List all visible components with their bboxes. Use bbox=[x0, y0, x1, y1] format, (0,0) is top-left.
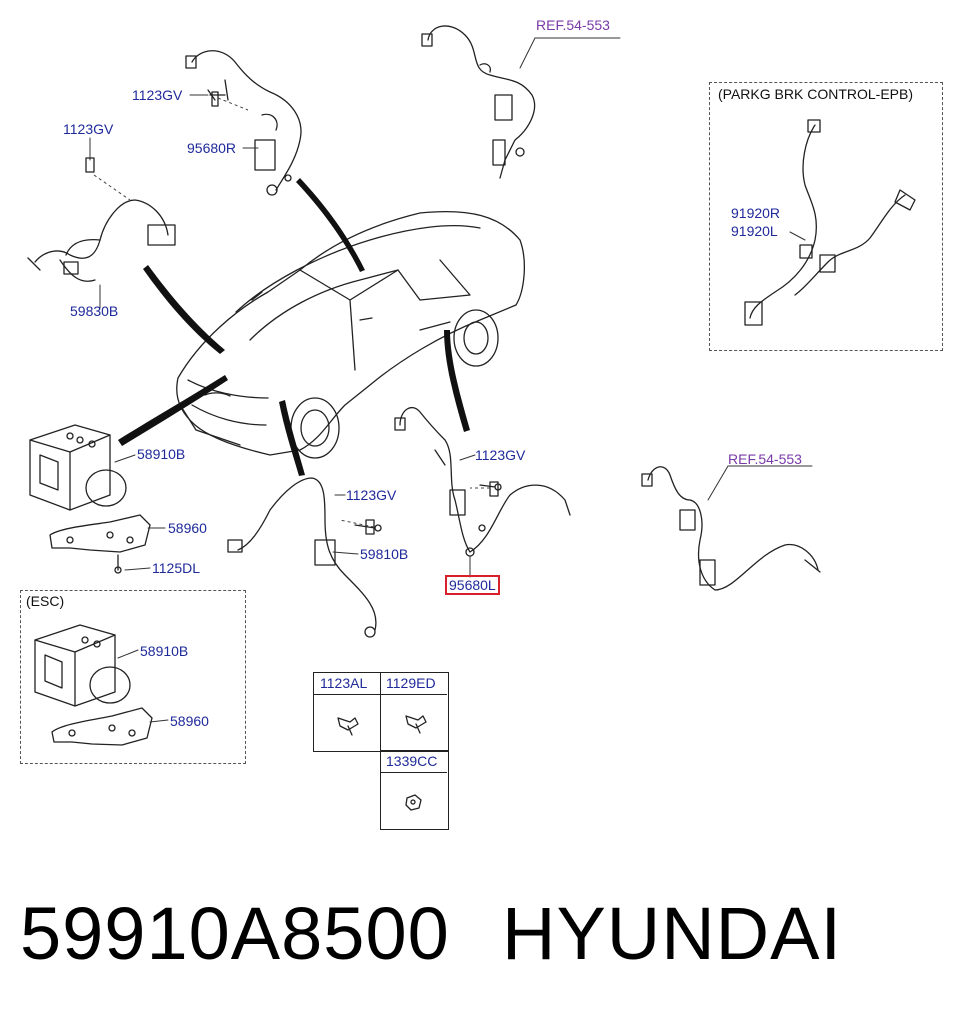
sensor-epb bbox=[744, 119, 916, 326]
footer: 59910A8500 HYUNDAI bbox=[20, 888, 950, 988]
fastener-table-divider bbox=[380, 672, 381, 750]
epb-box-title: (PARKG BRK CONTROL-EPB) bbox=[718, 86, 913, 102]
epb-box bbox=[709, 82, 943, 351]
esc-abs-unit bbox=[34, 624, 131, 707]
label-front-left-sensor: 59830B bbox=[70, 303, 119, 319]
esc-box bbox=[20, 590, 246, 764]
fastener-cell-1339cc: 1339CC bbox=[386, 753, 438, 769]
abs-unit bbox=[29, 424, 127, 511]
label-hydraulic-unit: 58910B bbox=[137, 446, 186, 462]
label-epb-right: 91920R bbox=[731, 205, 781, 221]
ref-top: REF.54-553 bbox=[536, 17, 610, 33]
fastener-table-row1 bbox=[313, 672, 449, 752]
label-front-right-sensor: 95680R bbox=[187, 140, 237, 156]
brand-name: HYUNDAI bbox=[502, 892, 843, 975]
esc-box-title: (ESC) bbox=[26, 593, 65, 609]
sensor-rear-right bbox=[421, 25, 536, 179]
label-middle-bolt: 1123GV bbox=[346, 487, 397, 503]
label-front-left-bolt: 1123GV bbox=[63, 121, 114, 137]
label-bracket-bolt: 1125DL bbox=[152, 560, 201, 576]
leader-sweeps bbox=[118, 178, 470, 476]
fastener-cell-1123al: 1123AL bbox=[320, 675, 368, 691]
fastener-table-row2 bbox=[380, 750, 449, 830]
sensor-rear-ref bbox=[641, 466, 821, 591]
diagram-drawing bbox=[27, 25, 916, 811]
label-rear-left-sensor-highlighted: 95680L bbox=[445, 575, 500, 595]
fastener-table-header-line bbox=[313, 694, 447, 695]
vehicle-drawing bbox=[176, 210, 525, 459]
label-bracket: 58960 bbox=[168, 520, 207, 536]
sensor-middle bbox=[227, 477, 382, 638]
fastener-cell-1129ed: 1129ED bbox=[386, 675, 436, 691]
label-front-right-bolt: 1123GV bbox=[132, 87, 183, 103]
bolt-icons bbox=[85, 91, 499, 535]
abs-bracket bbox=[49, 514, 151, 574]
table-fastener-icons bbox=[337, 715, 427, 811]
parts-diagram: (PARKG BRK CONTROL-EPB) (ESC) 1123AL 112… bbox=[20, 17, 943, 830]
sensor-rear-left bbox=[394, 407, 571, 557]
part-number: 59910A8500 bbox=[20, 892, 450, 975]
label-middle-sensor: 59810B bbox=[360, 546, 409, 562]
ref-rear: REF.54-553 bbox=[728, 451, 802, 467]
sensor-front-left bbox=[27, 199, 176, 282]
label-esc-hydraulic-unit: 58910B bbox=[140, 643, 189, 659]
label-epb-left: 91920L bbox=[731, 223, 778, 239]
label-esc-bracket: 58960 bbox=[170, 713, 209, 729]
fastener-table-row2-header-line bbox=[380, 772, 447, 773]
sensor-front-right bbox=[185, 50, 302, 196]
esc-bracket bbox=[51, 707, 153, 746]
label-rear-left-bolt: 1123GV bbox=[475, 447, 526, 463]
